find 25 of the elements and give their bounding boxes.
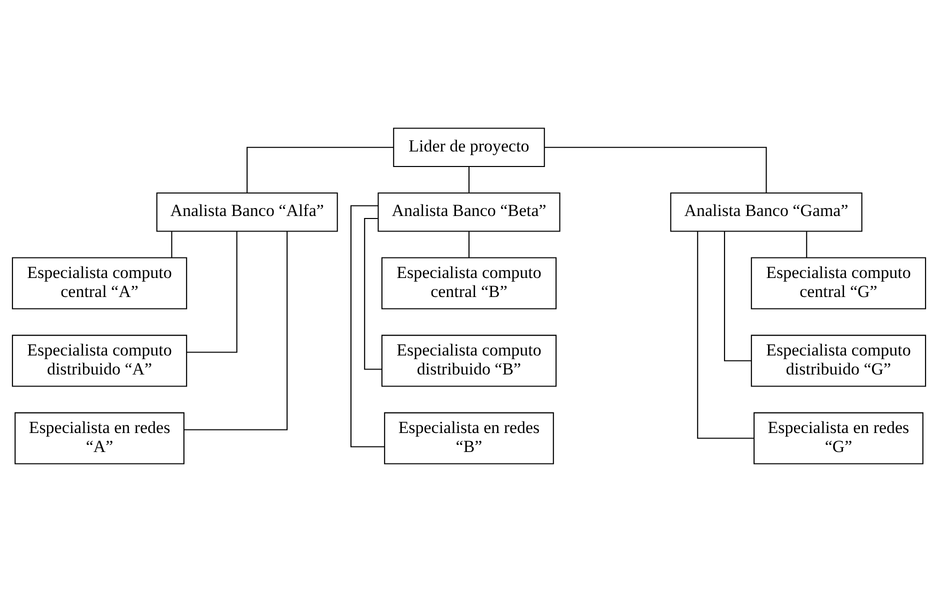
node-box: Especialista computo distribuido “B”	[381, 334, 557, 386]
connector	[724, 230, 752, 361]
connector	[468, 231, 470, 258]
connector	[468, 166, 470, 192]
connector	[364, 217, 382, 370]
node-box: Analista Banco “Alfa”	[156, 192, 338, 232]
node-box: Especialista computo central “B”	[381, 256, 557, 309]
node-box: Analista Banco “Gama”	[670, 192, 862, 232]
node-box: Especialista en redes “B”	[384, 412, 554, 464]
connector	[186, 230, 238, 352]
node-box: Especialista computo distribuido “G”	[750, 334, 926, 386]
connector	[544, 146, 767, 192]
node-box: Lider de proyecto	[393, 127, 545, 166]
connector	[184, 230, 288, 430]
node-box: Especialista computo central “G”	[750, 256, 926, 309]
connector	[697, 230, 754, 438]
node-box: Especialista en redes “G”	[754, 412, 924, 464]
node-box: Especialista computo distribuido “A”	[12, 334, 188, 386]
connector	[246, 146, 394, 192]
node-box: Analista Banco “Beta”	[378, 192, 560, 232]
connector	[171, 231, 172, 258]
node-box: Especialista en redes “A”	[14, 412, 184, 464]
node-box: Especialista computo central “A”	[12, 256, 188, 309]
connector	[806, 231, 808, 258]
connector	[350, 204, 384, 447]
